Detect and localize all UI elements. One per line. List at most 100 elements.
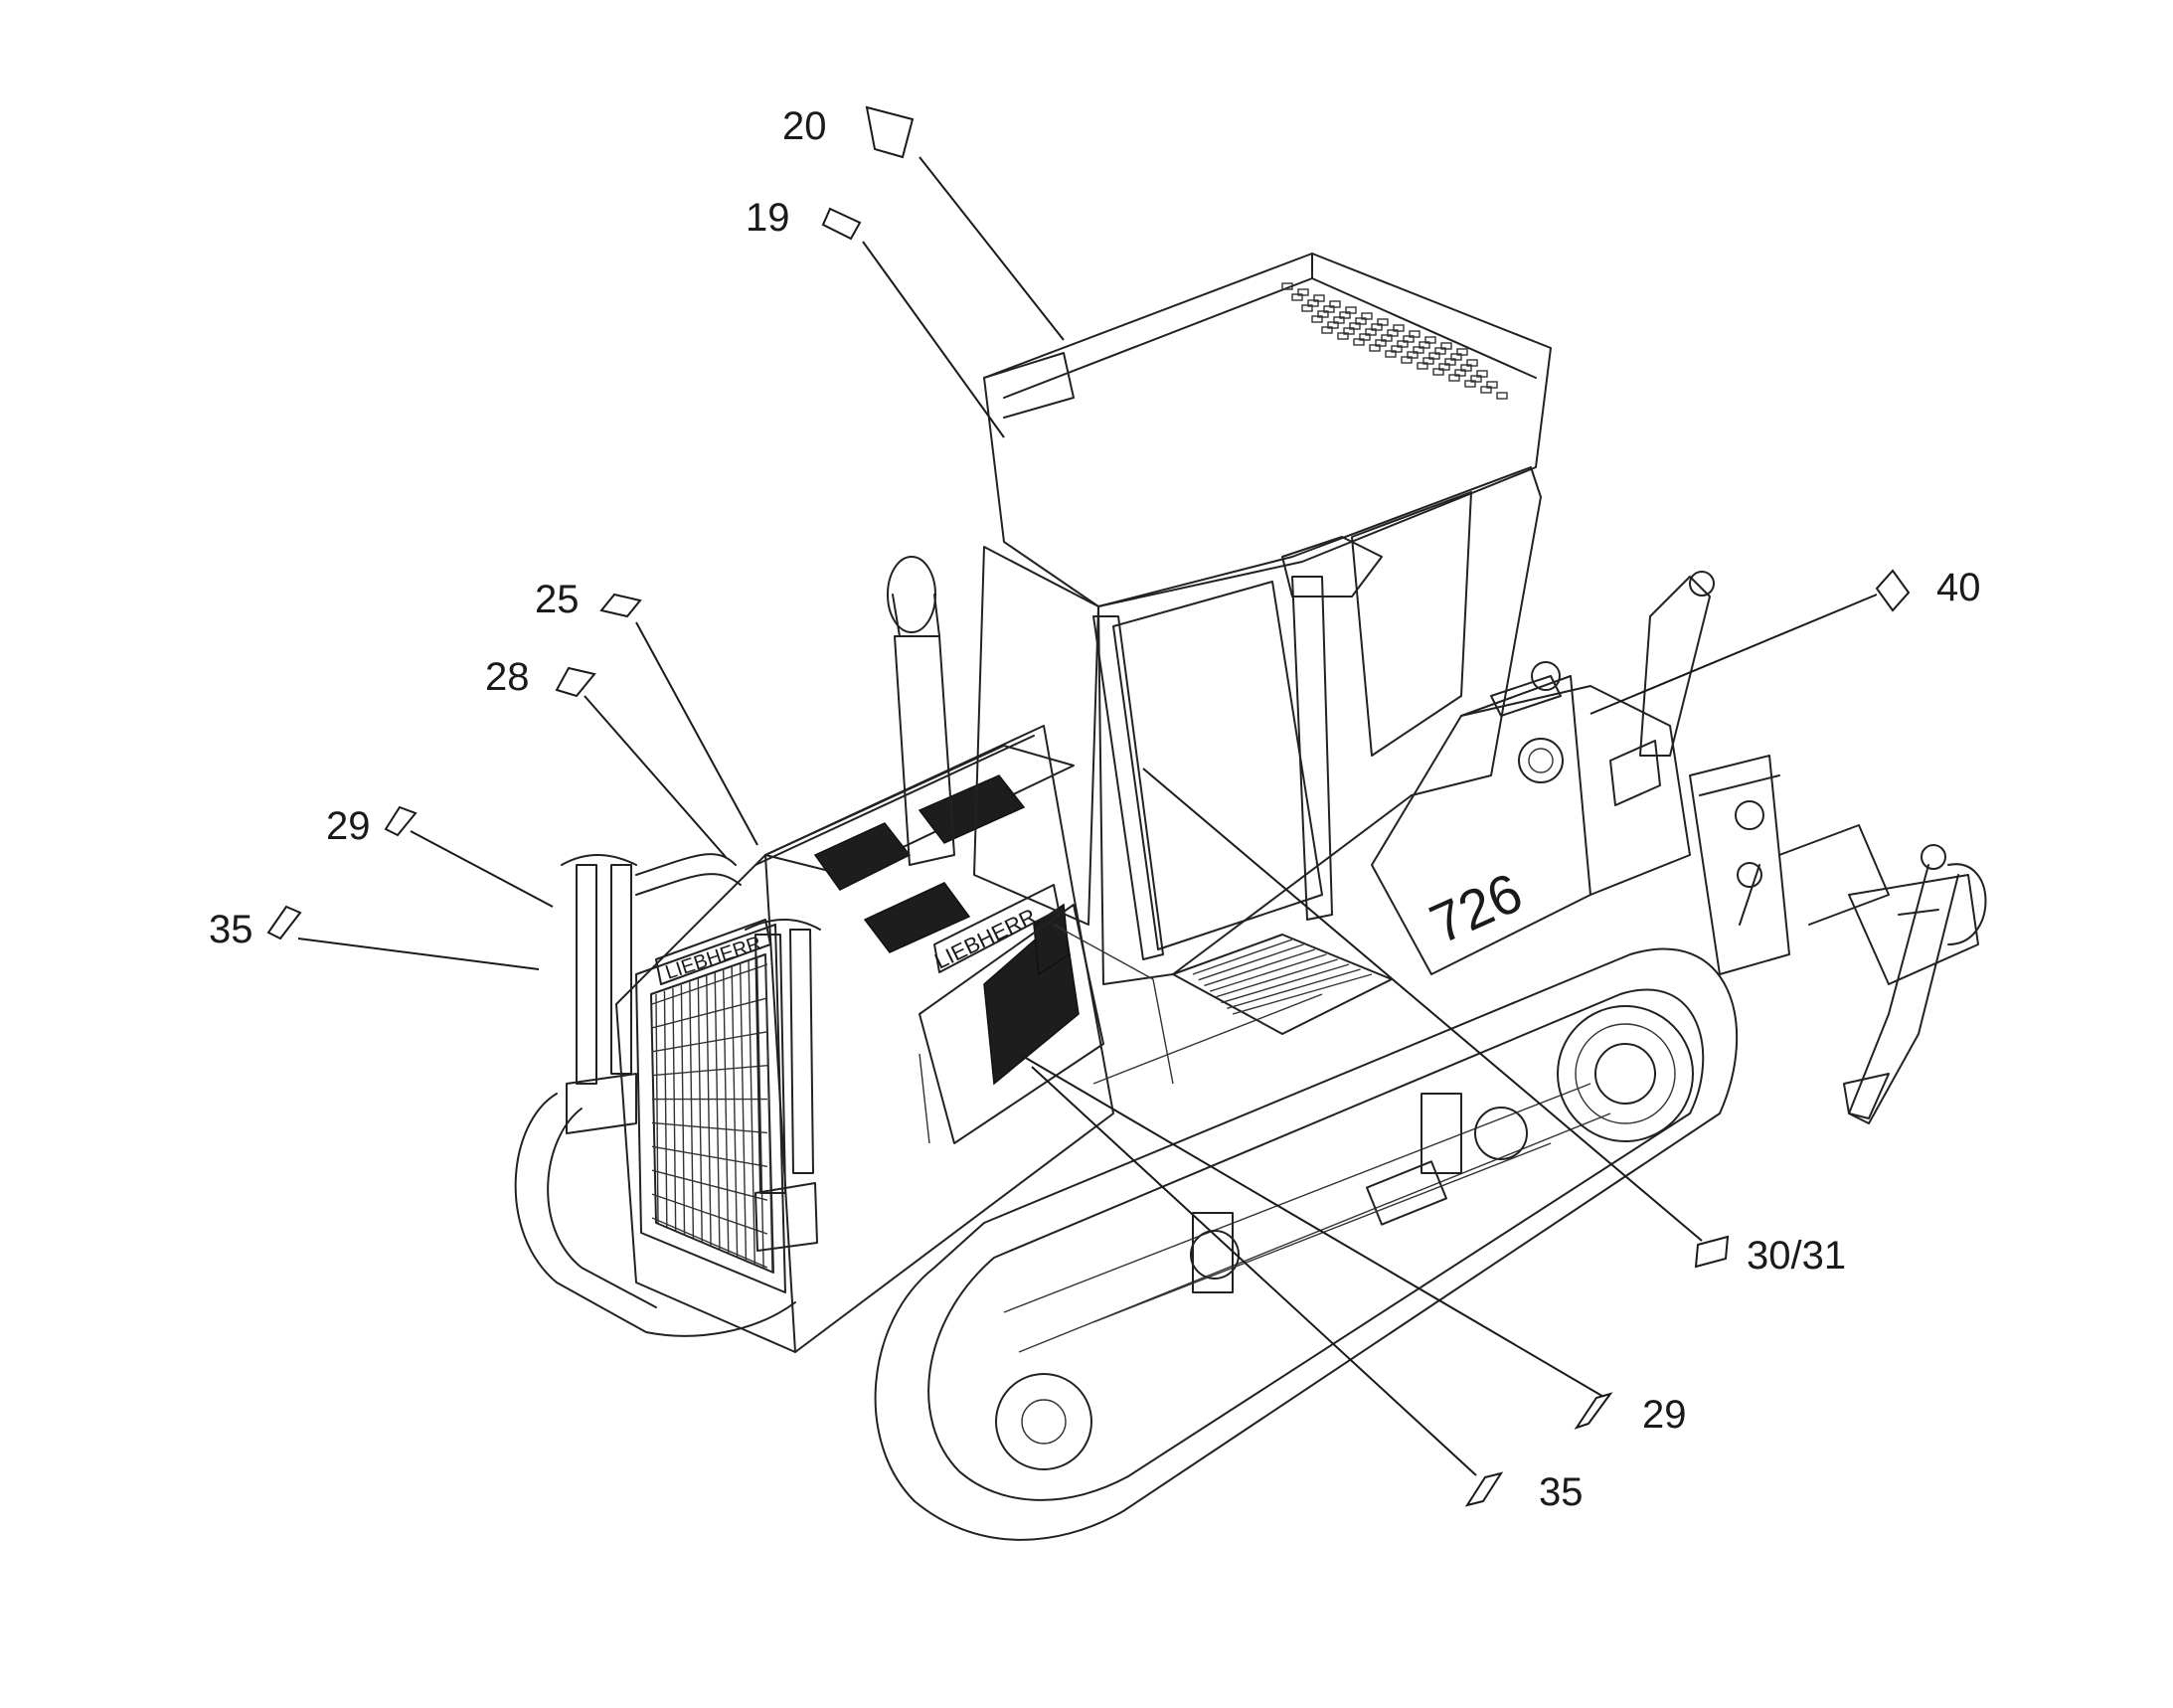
vent-slot: [1291, 293, 1303, 301]
vent-slot: [1317, 310, 1329, 318]
step-tread: [1215, 958, 1338, 998]
vent-slot: [1444, 358, 1456, 366]
grille-rail: [651, 1217, 768, 1269]
vent-slot: [1460, 364, 1472, 372]
lift-cylinders: [561, 853, 821, 1252]
grille-rail: [651, 1031, 768, 1053]
grille-rail: [651, 1064, 768, 1077]
cab: [973, 253, 1552, 985]
roof-vent: [1281, 282, 1508, 400]
decal-symbols: [266, 105, 1911, 1507]
decal-35b-icon: [1464, 1471, 1504, 1507]
vent-slot: [1496, 392, 1508, 400]
vent-slot: [1407, 351, 1419, 359]
vent-slot: [1323, 305, 1335, 313]
grille-bar: [731, 966, 739, 1258]
vent-slot: [1401, 356, 1413, 364]
step-treads: [1192, 939, 1373, 1015]
vent-slot: [1375, 339, 1387, 347]
grille-bar: [764, 953, 773, 1274]
vent-slot: [1466, 359, 1478, 367]
grille-bar: [680, 984, 686, 1235]
vent-slot: [1343, 327, 1355, 335]
vent-slot: [1385, 350, 1397, 358]
grille-bar: [722, 969, 730, 1254]
grille-rail: [651, 1193, 768, 1235]
vent-slot: [1327, 321, 1339, 329]
grille-rail: [651, 997, 768, 1029]
vent-slot: [1353, 338, 1365, 346]
step-tread: [1204, 948, 1316, 987]
callout-35b-label: 35: [1539, 1470, 1584, 1514]
callout-19-label: 19: [746, 196, 790, 240]
decal-28-icon: [555, 666, 596, 698]
decal-35a-icon: [266, 905, 302, 940]
vent-slot: [1311, 315, 1323, 323]
grille-bar: [697, 978, 703, 1243]
callout-28-label: 28: [485, 655, 530, 699]
step-tread: [1227, 968, 1361, 1009]
callout-40-label: 40: [1936, 566, 1981, 609]
grille-bar: [689, 981, 695, 1239]
step-tread: [1198, 943, 1304, 981]
callout-29b-label: 29: [1642, 1393, 1687, 1437]
vent-slot: [1329, 300, 1341, 308]
vent-slot: [1486, 381, 1498, 389]
grille-bar: [655, 993, 659, 1224]
grille-bar: [755, 957, 764, 1270]
vent-slot: [1281, 282, 1293, 290]
vent-slot: [1393, 324, 1405, 332]
vent-slot: [1381, 334, 1393, 342]
vent-slot: [1297, 288, 1309, 296]
decal-20-icon: [865, 105, 915, 159]
vent-slot: [1464, 380, 1476, 388]
decal-25-icon: [599, 593, 642, 618]
decal-19-icon: [821, 207, 862, 241]
grille-bars: [651, 953, 773, 1274]
vent-slot: [1454, 369, 1466, 377]
vent-slot: [1397, 340, 1409, 348]
vent-slot: [1371, 323, 1383, 331]
vent-slot: [1476, 370, 1488, 378]
callout-labels: 20 19 25 28 29 35 40 30/31 29 35: [209, 104, 1981, 1514]
vent-slot: [1391, 345, 1403, 353]
step-tread: [1209, 953, 1327, 992]
vent-slot: [1345, 306, 1357, 314]
ripper: [1639, 571, 1987, 1124]
step-tread: [1221, 963, 1350, 1004]
vent-slot: [1450, 353, 1462, 361]
step-platform: [1172, 934, 1393, 1035]
callout-35a-label: 35: [209, 908, 253, 951]
vent-slot: [1337, 332, 1349, 340]
decal-29b-icon: [1574, 1392, 1613, 1430]
vent-slot: [1409, 330, 1421, 338]
leader-lines: [297, 156, 1878, 1476]
callout-25-label: 25: [535, 578, 580, 621]
decal-40-icon: [1875, 569, 1911, 612]
vent-slot: [1307, 299, 1319, 307]
vent-slot: [1355, 317, 1367, 325]
grille-rail: [651, 1121, 768, 1134]
vent-slot: [1339, 311, 1351, 319]
vent-slot: [1422, 357, 1434, 365]
callout-29a-label: 29: [326, 804, 371, 848]
vent-slot: [1349, 322, 1361, 330]
vent-slot: [1434, 347, 1446, 355]
vent-slot: [1432, 368, 1444, 376]
crawler-dozer-drawing: LIEBHERR LIEBHERR: [514, 253, 1987, 1541]
vent-slot: [1470, 375, 1482, 383]
vent-slot: [1369, 344, 1381, 352]
grille-rail: [651, 1145, 768, 1168]
vent-slot: [1440, 342, 1452, 350]
vent-slot: [1403, 335, 1415, 343]
vent-slot: [1359, 333, 1371, 341]
decal-3031-icon: [1694, 1235, 1730, 1269]
grille-rail: [651, 963, 768, 1005]
callout-20-label: 20: [782, 104, 827, 148]
grille-rail: [651, 1169, 768, 1201]
vent-slot: [1480, 386, 1492, 394]
vent-slot: [1361, 312, 1373, 320]
vent-slot: [1428, 352, 1440, 360]
